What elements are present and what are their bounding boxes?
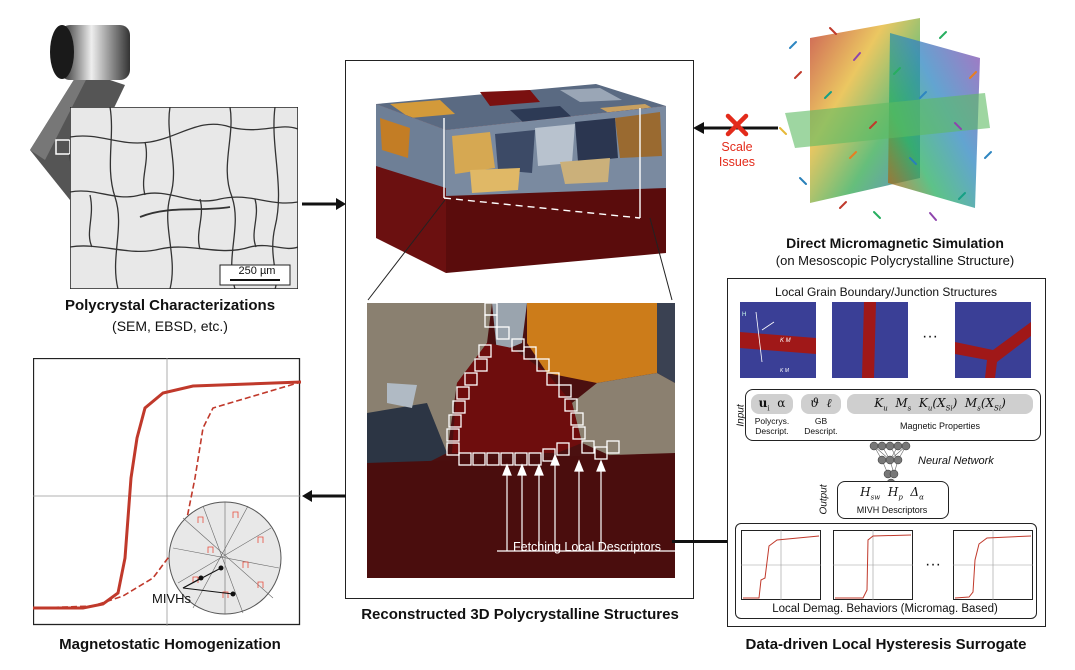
output-side-label: Output [818, 484, 830, 515]
magnetic-props-pill [847, 394, 1033, 414]
svg-text:K M: K M [780, 368, 790, 374]
polycrystal-title: Polycrystal Characterizations [64, 297, 276, 314]
svg-text:H: H [742, 312, 746, 318]
direct-sim-title: Direct Micromagnetic Simulation [786, 235, 1004, 251]
sem-micrograph [70, 107, 298, 289]
3d-polycrystal-block [376, 84, 666, 273]
svg-text:K M: K M [780, 338, 791, 344]
hysteresis-thumb-2 [833, 530, 913, 600]
reconstructed-title: Reconstructed 3D Polycrystalline Structu… [361, 606, 679, 623]
scale-issues-label: Scale Issues [718, 140, 756, 169]
zoom-lines [367, 199, 673, 301]
structures-title: Local Grain Boundary/Junction Structures [774, 285, 998, 299]
gb-pill [801, 394, 841, 414]
grain-junction-zoom [367, 303, 675, 578]
structures-ellipsis: ··· [922, 328, 938, 345]
gb-symbols: ϑ ℓ [810, 396, 832, 410]
mivh-desc-label: MIVH Descriptors [856, 505, 928, 515]
gb-junction-thumb-3 [955, 302, 1031, 378]
magnetic-props-label: Magnetic Properties [899, 421, 981, 431]
polycrystal-subtitle: (SEM, EBSD, etc.) [112, 318, 228, 334]
arrow-to-center-icon [302, 198, 346, 210]
arrow-to-homogenization-icon [302, 490, 346, 502]
output-descriptor-box [837, 481, 949, 519]
surrogate-title: Data-driven Local Hysteresis Surrogate [745, 636, 1027, 653]
direct-sim-subtitle: (on Mesoscopic Polycrystalline Structure… [775, 253, 1015, 268]
cross-icon [725, 113, 749, 137]
homogenized-hysteresis-plot [33, 358, 301, 626]
homogenization-title: Magnetostatic Homogenization [59, 636, 281, 653]
neural-network-icon [869, 441, 911, 488]
mivh-label: MIVHs [152, 591, 191, 606]
output-symbols: Hsw Hp Δα [860, 485, 924, 502]
polycrys-symbols: ui α [758, 396, 786, 413]
fetch-connector-line [672, 540, 728, 543]
gb-structure-thumb-2 [832, 302, 908, 378]
gb-structure-thumb-1: H K M K M [740, 302, 816, 378]
hysteresis-thumb-1 [741, 530, 821, 600]
polycrys-desc-label: Polycrys. Descript. [754, 416, 790, 436]
fetch-descriptors-label: Fetching Local Descriptors [513, 540, 661, 554]
neural-network-label: Neural Network [918, 455, 994, 467]
scale-bar-label: 250 µm [238, 265, 276, 277]
hysteresis-thumb-3 [953, 530, 1033, 600]
behaviors-title: Local Demag. Behaviors (Micromag. Based) [772, 603, 998, 615]
polycrys-pill [751, 394, 793, 414]
gb-desc-label: GB Descript. [804, 416, 838, 436]
behaviors-ellipsis: ··· [925, 556, 941, 573]
magnetic-props-symbols: Ku Ms Ku(XSi) Ms(XSi) [874, 396, 1006, 413]
micromagnetic-simulation-volume [779, 18, 992, 221]
